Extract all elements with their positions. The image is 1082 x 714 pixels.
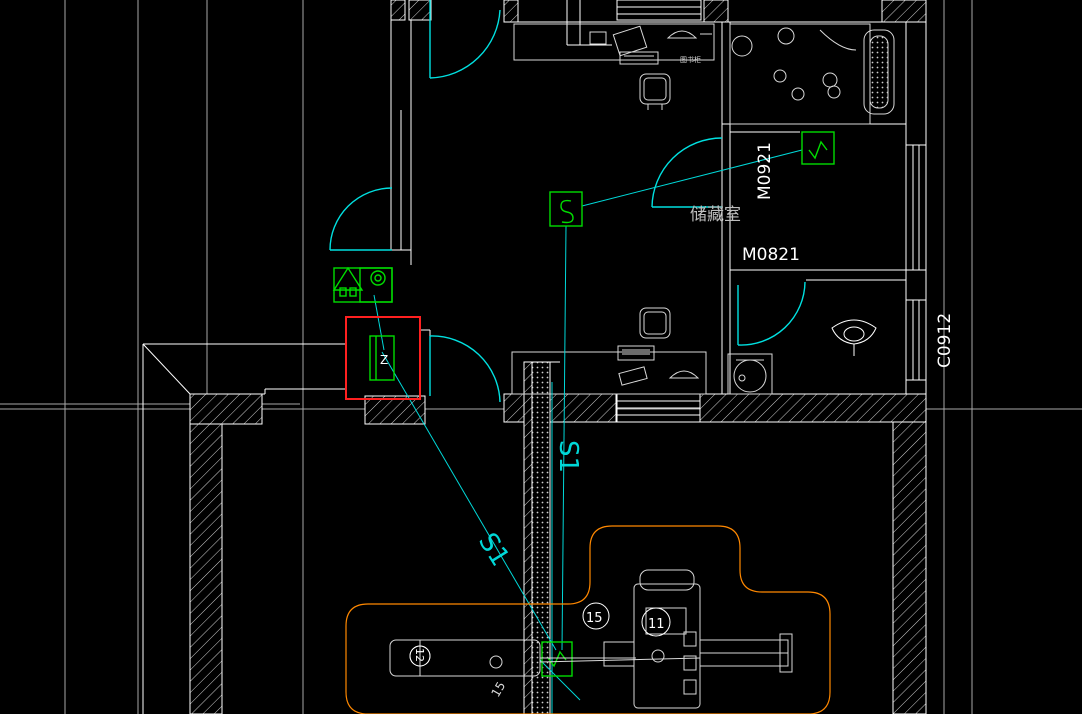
node-12-label: 12 xyxy=(413,648,426,662)
cable-label-right: S1 xyxy=(553,440,583,473)
z-device-icon[interactable]: Z xyxy=(369,335,395,381)
panel-device-icon[interactable] xyxy=(332,266,393,303)
crane-working-area xyxy=(345,525,831,714)
office-chair-icon xyxy=(639,73,671,110)
doors xyxy=(329,0,806,403)
devices: Z xyxy=(332,131,835,677)
room-name-label: 储藏室 xyxy=(690,205,741,225)
crane-vehicle-icon[interactable]: 15 11 12 15 xyxy=(345,525,831,714)
node-11-label: 11 xyxy=(648,617,665,632)
selected-device-label: Z xyxy=(380,353,388,367)
door-tag-m0821: M0821 xyxy=(742,245,800,265)
text-labels: M0921 M0821 C0912 储藏室 xyxy=(690,142,955,368)
office-chair-icon-lower xyxy=(639,307,671,339)
desk-note-label: 图书柜 xyxy=(680,55,701,64)
washbasin-icon xyxy=(727,353,773,395)
sensor-s-icon-2[interactable] xyxy=(801,131,835,165)
cable-label-left: S1 xyxy=(472,528,515,572)
rotated-15-label: 15 xyxy=(488,679,508,699)
walls xyxy=(142,0,927,714)
wardrobe-icon xyxy=(863,29,895,115)
door-tag-m0921: M0921 xyxy=(755,142,775,200)
sensor-s-icon-1[interactable] xyxy=(549,191,583,227)
selection-box[interactable] xyxy=(345,316,421,400)
toilet-icon xyxy=(831,319,877,356)
window-tag-c0912: C0912 xyxy=(935,313,955,368)
fixtures: 图书柜 xyxy=(511,23,895,395)
node-15-label: 15 xyxy=(586,611,603,626)
cable-routes xyxy=(373,149,803,714)
